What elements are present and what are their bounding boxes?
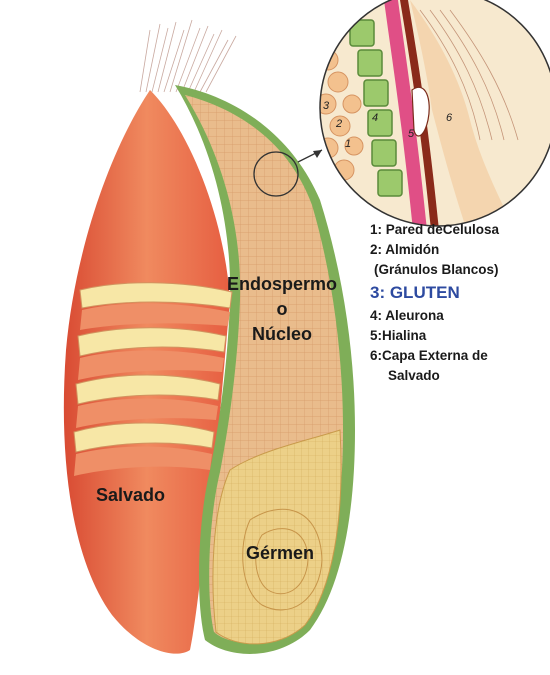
legend-item-3-gluten: 3: GLUTEN xyxy=(370,280,545,306)
magnifier-number-4: 4 xyxy=(372,112,378,124)
legend-item-6: 6:Capa Externa de xyxy=(370,346,545,366)
legend-item-2: 2: Almidón xyxy=(370,240,545,260)
brush-hairs xyxy=(140,20,236,92)
endosperm-label-line2: o xyxy=(222,297,342,322)
endosperm-label-line1: Endospermo xyxy=(222,272,342,297)
legend: 1: Pared deCelulosa 2: Almidón (Gránulos… xyxy=(370,220,545,386)
legend-item-5: 5:Hialina xyxy=(370,326,545,346)
legend-item-6-detail: Salvado xyxy=(370,366,545,386)
magnifier-number-2: 2 xyxy=(336,118,342,130)
bran-label: Salvado xyxy=(96,483,165,508)
legend-item-4: 4: Aleurona xyxy=(370,306,545,326)
endosperm-label-line3: Núcleo xyxy=(222,322,342,347)
magnified-section xyxy=(316,0,550,240)
legend-item-1: 1: Pared deCelulosa xyxy=(370,220,545,240)
magnifier-number-1: 1 xyxy=(345,138,351,150)
legend-item-2-detail: (Gránulos Blancos) xyxy=(370,260,545,280)
magnifier-number-6: 6 xyxy=(446,112,452,124)
endosperm-label: Endospermo o Núcleo xyxy=(222,272,342,347)
germ-label: Gérmen xyxy=(246,541,314,566)
magnifier-number-5: 5 xyxy=(408,128,414,140)
magnifier-number-3: 3 xyxy=(323,100,329,112)
